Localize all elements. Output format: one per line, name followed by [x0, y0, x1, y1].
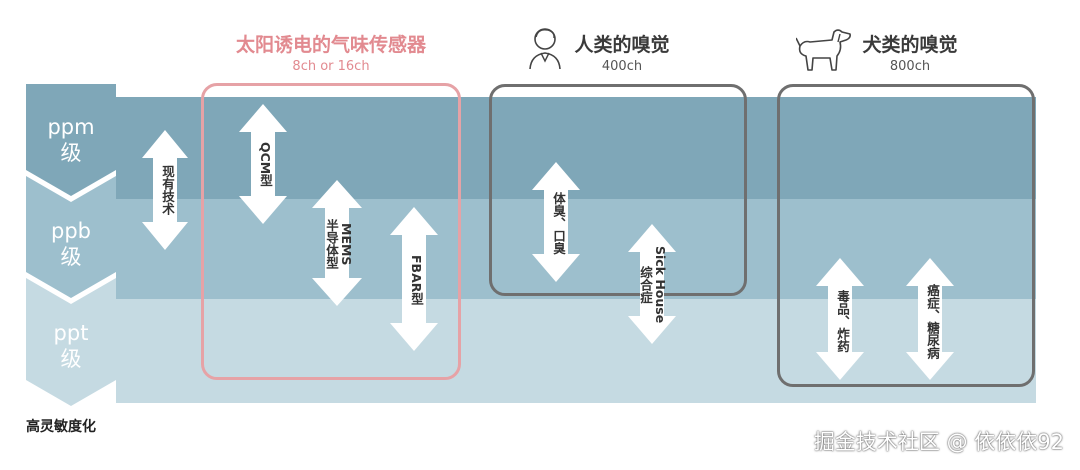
- drugs-explosives-label: 毒品、炸药: [835, 289, 850, 353]
- solar-sensor-box: [201, 83, 461, 380]
- current-tech-arrow: [142, 130, 188, 250]
- level-ppb-suffix: 级: [60, 245, 82, 269]
- solar-title: 太阳诱电的气味传感器: [235, 34, 426, 56]
- sick-house-label-line2: 综合症: [638, 266, 653, 304]
- qcm-arrow: [239, 104, 287, 224]
- dog-smell-box: [777, 84, 1035, 387]
- dog-subtitle: 800ch: [889, 59, 931, 74]
- human-title: 人类的嗅觉: [574, 34, 670, 56]
- level-ppt-unit: ppt: [53, 321, 89, 345]
- dog-header: 犬类的嗅觉 800ch: [850, 30, 970, 74]
- level-ppm-suffix: 级: [60, 141, 82, 165]
- person-icon: [529, 28, 561, 70]
- level-ppm-unit: ppm: [47, 115, 95, 139]
- chevron-ppt: [26, 278, 116, 406]
- level-ppb: ppb 级: [26, 218, 116, 270]
- body-odor-arrow: [532, 162, 580, 282]
- diseases-arrow: [906, 258, 954, 380]
- sick-house-label-line1: Sick House: [653, 246, 668, 324]
- human-subtitle: 400ch: [601, 59, 643, 74]
- human-smell-box: [489, 84, 747, 296]
- fbar-label: FBAR型: [409, 255, 424, 305]
- fbar-arrow: [390, 207, 438, 351]
- mems-arrow: [312, 180, 362, 306]
- solar-subtitle: 8ch or 16ch: [292, 59, 370, 74]
- mems-label: MEMS 半导体型: [322, 210, 354, 278]
- level-ppt-suffix: 级: [60, 347, 82, 371]
- human-header: 人类的嗅觉 400ch: [562, 30, 682, 74]
- current-tech-label: 现有技术: [160, 165, 175, 215]
- sensitivity-label: 高灵敏度化: [26, 419, 96, 435]
- qcm-label: QCM型: [258, 141, 273, 187]
- level-ppt: ppt 级: [26, 320, 116, 372]
- dog-icon: [796, 29, 851, 71]
- chevron-ppb: [26, 176, 116, 298]
- solar-header: 太阳诱电的气味传感器 8ch or 16ch: [201, 30, 461, 74]
- sick-house-arrow: [628, 224, 676, 344]
- mems-label-line2: 半导体型: [324, 219, 339, 269]
- level-ppm: ppm 级: [26, 114, 116, 166]
- dog-title: 犬类的嗅觉: [862, 34, 958, 56]
- mems-label-line1: MEMS: [339, 222, 354, 266]
- level-ppb-unit: ppb: [51, 219, 91, 243]
- sick-house-label: Sick House 综合症: [636, 246, 668, 324]
- watermark: 掘金技术社区 @ 依依依92: [813, 430, 1064, 454]
- chevron-ppm: [26, 84, 116, 196]
- level-chevrons: [26, 84, 116, 406]
- body-odor-label: 体臭、口臭: [551, 191, 566, 255]
- diseases-label: 癌症、糖尿病: [925, 284, 940, 359]
- drugs-explosives-arrow: [816, 258, 864, 380]
